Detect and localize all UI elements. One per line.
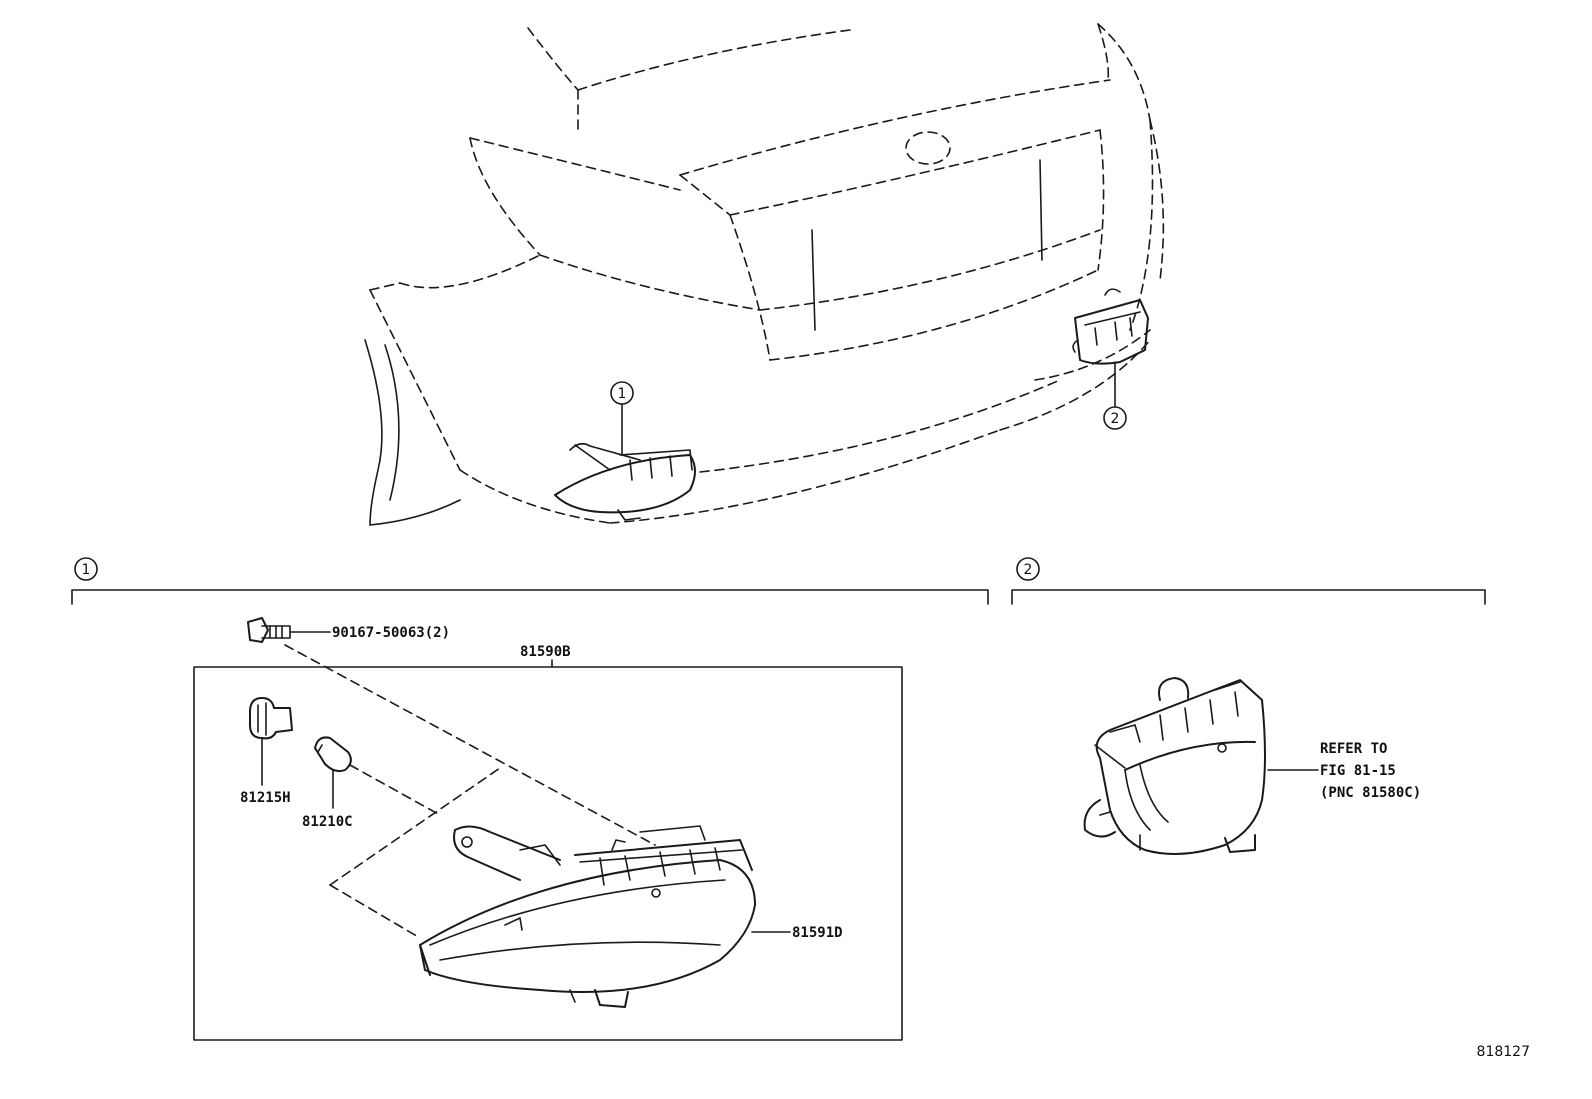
car-callout-1: 1 [610,381,634,456]
lamp-icon [419,825,756,1008]
socket-part-number: 81215H [240,790,291,806]
section-2: 2 [1011,557,1486,605]
assembly-box [193,666,903,1041]
car-callout-2: 2 [1103,361,1127,430]
section-1-callout: 1 [82,562,91,578]
car-rear-outline [364,23,1165,526]
refer-line-2: FIG 81-15 [1320,763,1396,779]
bulb-icon [314,736,352,809]
bulb-part-number: 81210C [302,814,353,830]
lamp-part-number: 81591D [792,925,843,941]
bolt-part-number: 90167-50063(2) [332,625,450,641]
bolt-icon [247,617,331,643]
section-2-callout: 2 [1024,562,1033,578]
car-lamp-left [554,442,696,521]
socket-icon [249,697,293,786]
assembly-part-number: 81590B [520,644,571,660]
figure-id: 818127 [1477,1044,1530,1060]
refer-line-3: (PNC 81580C) [1320,785,1421,801]
car-callout-1-label: 1 [618,386,627,402]
car-lamp-right [1072,288,1149,365]
lamp-right-icon [1083,677,1266,855]
section-1: 1 [71,557,989,605]
car-callout-2-label: 2 [1111,411,1120,427]
refer-line-1: REFER TO [1320,741,1387,757]
